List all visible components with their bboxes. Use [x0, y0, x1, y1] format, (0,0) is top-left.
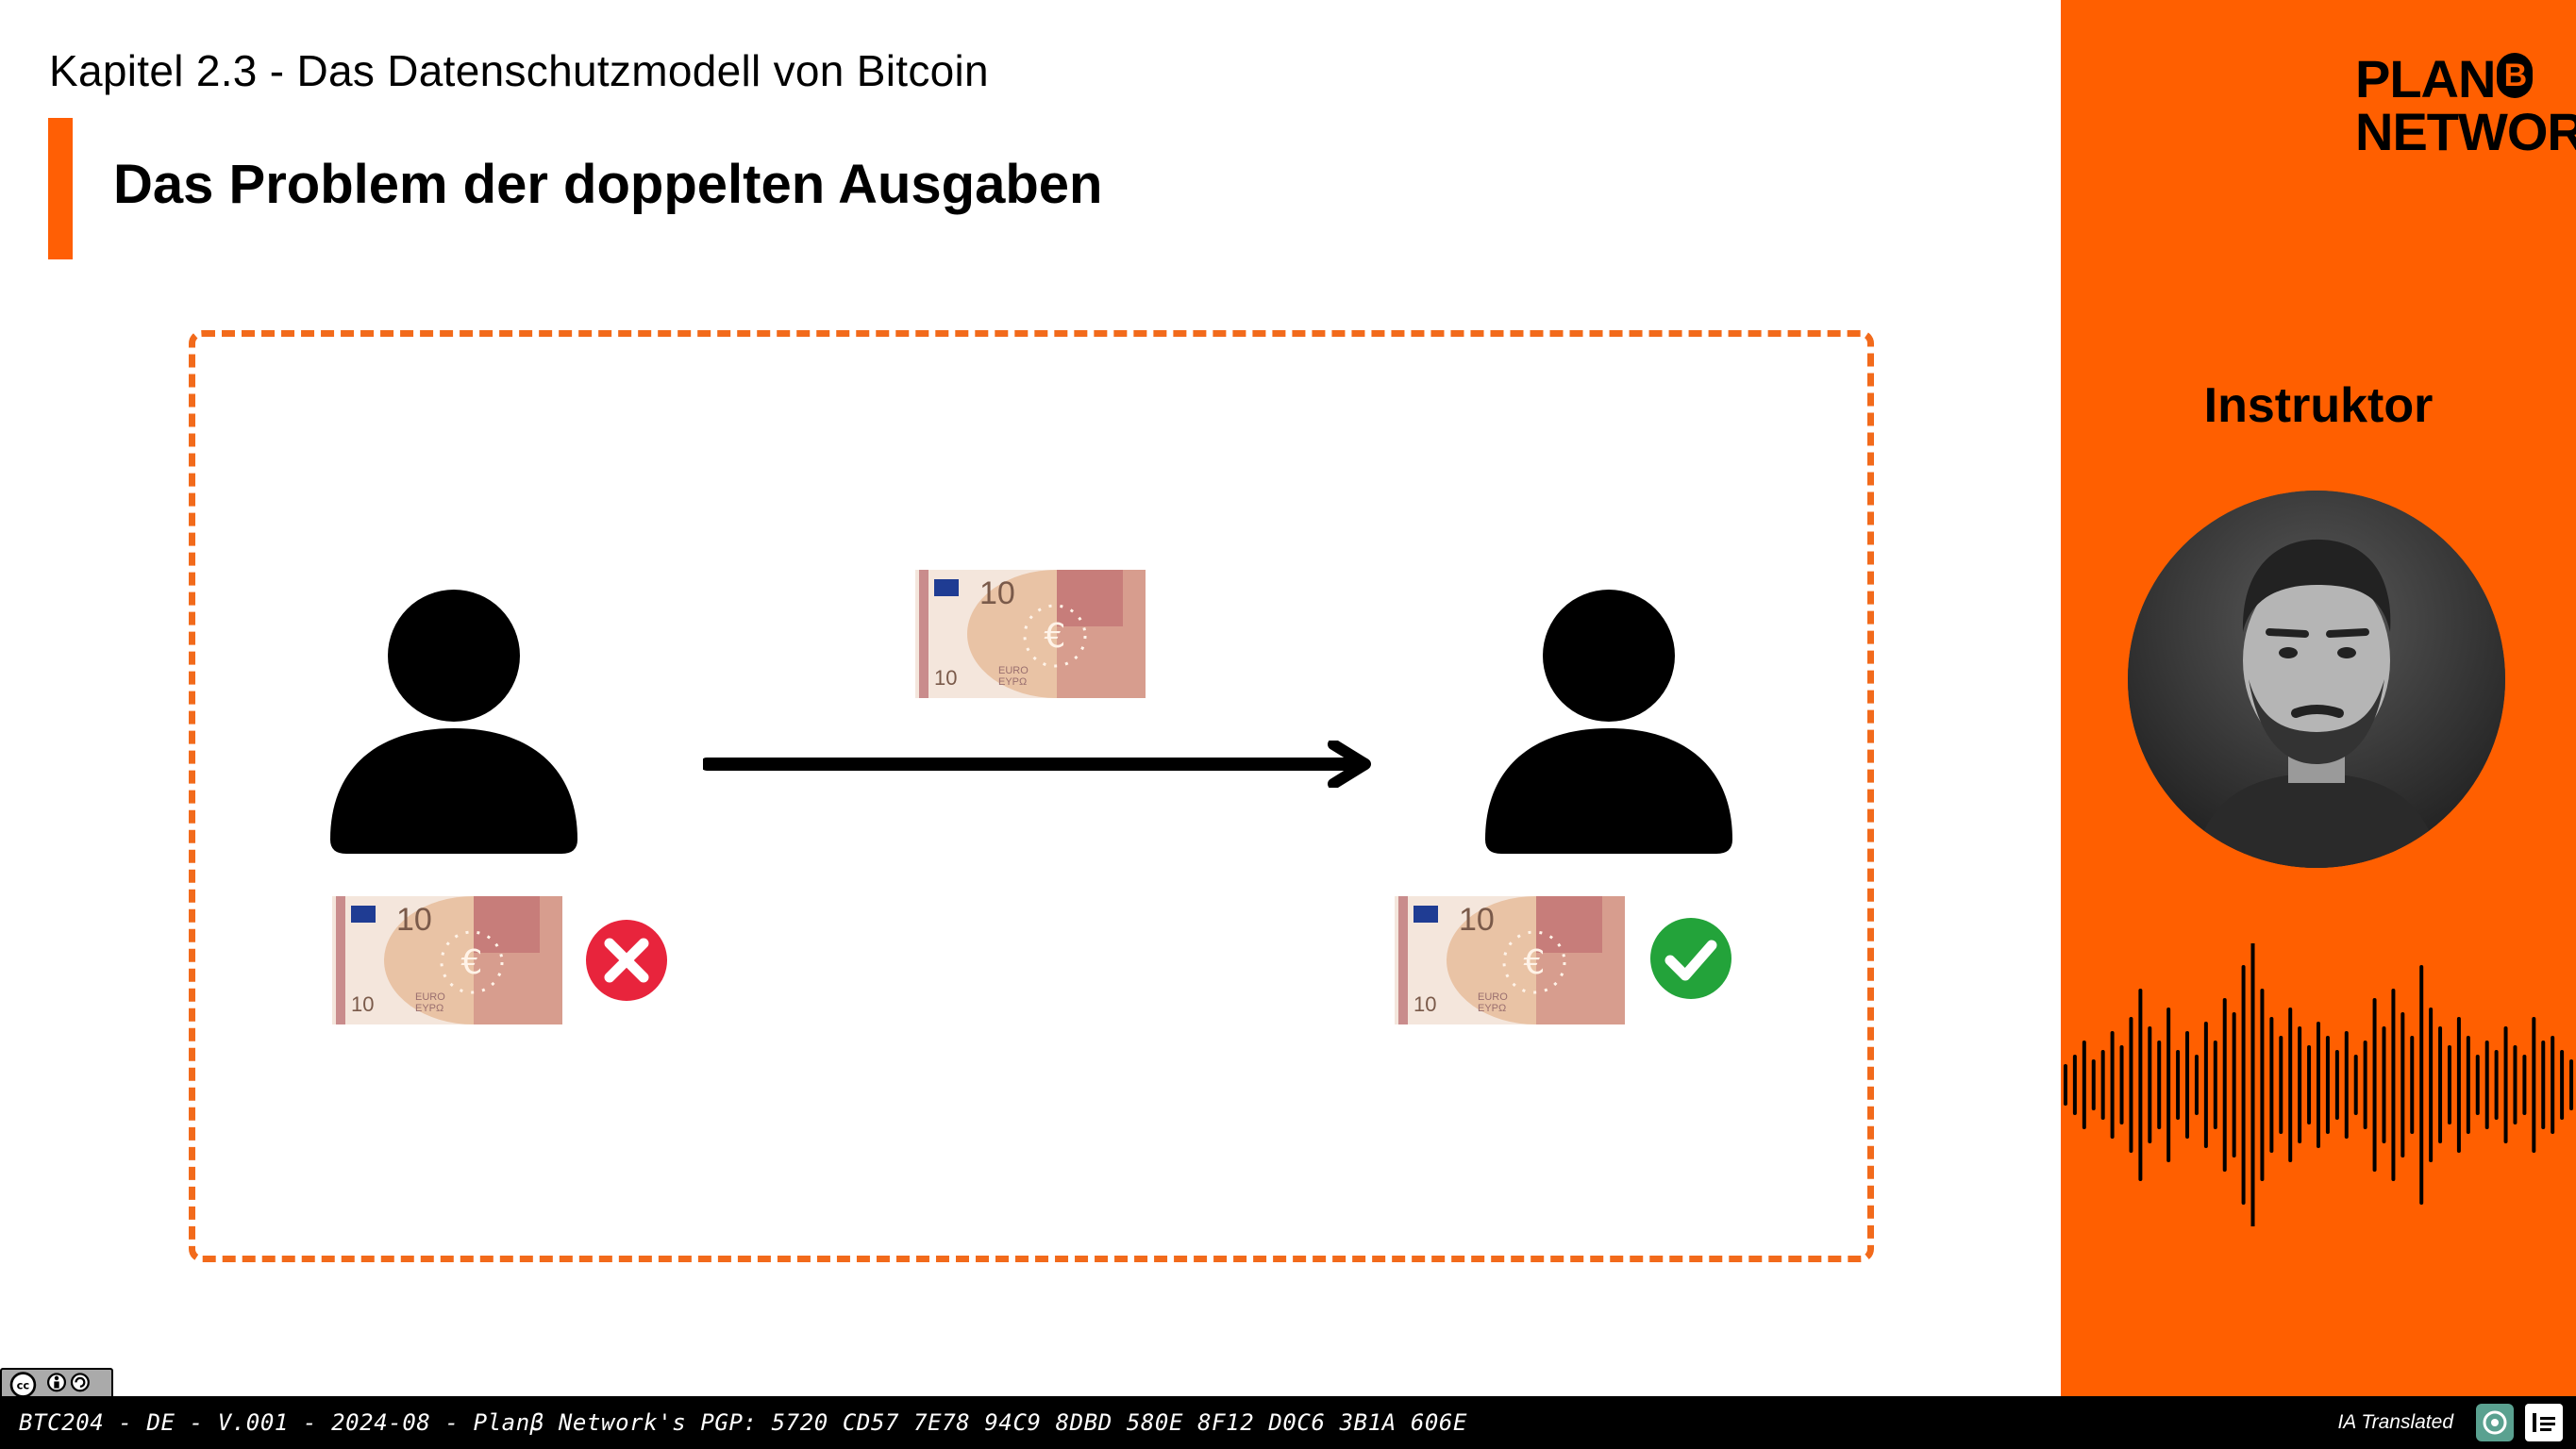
audio-waveform-icon — [2061, 943, 2576, 1226]
title-accent-bar — [48, 118, 73, 259]
banknote-denomination-bottom: 10 — [351, 992, 374, 1016]
diagram-frame — [189, 330, 1874, 1262]
banknote-currency-label-greek: ΕΥΡΩ — [415, 1003, 443, 1014]
valid-check-icon — [1649, 917, 1732, 1000]
banknote-currency-label: EURO — [998, 665, 1029, 676]
banknote-denomination-top: 10 — [1459, 902, 1495, 938]
instructor-avatar — [2128, 491, 2505, 868]
banknote-denomination-top: 10 — [979, 575, 1015, 611]
logo-line2: NETWORK — [2355, 102, 2576, 161]
logo-line1: PLAN — [2355, 49, 2496, 108]
svg-text:€: € — [1524, 943, 1546, 982]
banknote-denomination-bottom: 10 — [1413, 992, 1436, 1016]
logo-b-badge: B — [2497, 53, 2534, 98]
banknote-currency-label-greek: ΕΥΡΩ — [998, 676, 1027, 688]
slide-title: Das Problem der doppelten Ausgaben — [113, 154, 1103, 215]
sender-person-icon — [330, 585, 577, 858]
footer-version-pgp: BTC204 - DE - V.001 - 2024-08 - Planβ Ne… — [19, 1409, 1468, 1436]
ai-translated-label: IA Translated — [2337, 1411, 2453, 1433]
chapter-title: Kapitel 2.3 - Das Datenschutzmodell von … — [49, 46, 989, 95]
sender-banknote: € 10 10 EURO ΕΥΡΩ — [332, 896, 562, 1024]
footer-bar: BTC204 - DE - V.001 - 2024-08 - Planβ Ne… — [0, 1396, 2576, 1449]
ai-translator-icon — [2476, 1404, 2514, 1441]
banknote-currency-label-greek: ΕΥΡΩ — [1478, 1003, 1506, 1014]
banknote-denomination-top: 10 — [396, 902, 432, 938]
receiver-person-icon — [1485, 585, 1732, 858]
banknote-currency-label: EURO — [415, 991, 445, 1003]
svg-text:€: € — [1045, 617, 1066, 656]
instructor-label: Instruktor — [2203, 378, 2434, 433]
invalid-x-icon — [585, 919, 668, 1002]
receiver-banknote: € 10 10 EURO ΕΥΡΩ — [1395, 896, 1625, 1024]
banknote-denomination-bottom: 10 — [934, 666, 957, 690]
svg-text:€: € — [461, 943, 483, 982]
svg-text:cc: cc — [17, 1378, 30, 1391]
banknote-currency-label: EURO — [1478, 991, 1508, 1003]
banknote-in-transit: € 10 10 EURO ΕΥΡΩ — [915, 570, 1146, 698]
voice-engine-icon — [2525, 1404, 2563, 1441]
transfer-arrow-icon — [703, 741, 1378, 788]
